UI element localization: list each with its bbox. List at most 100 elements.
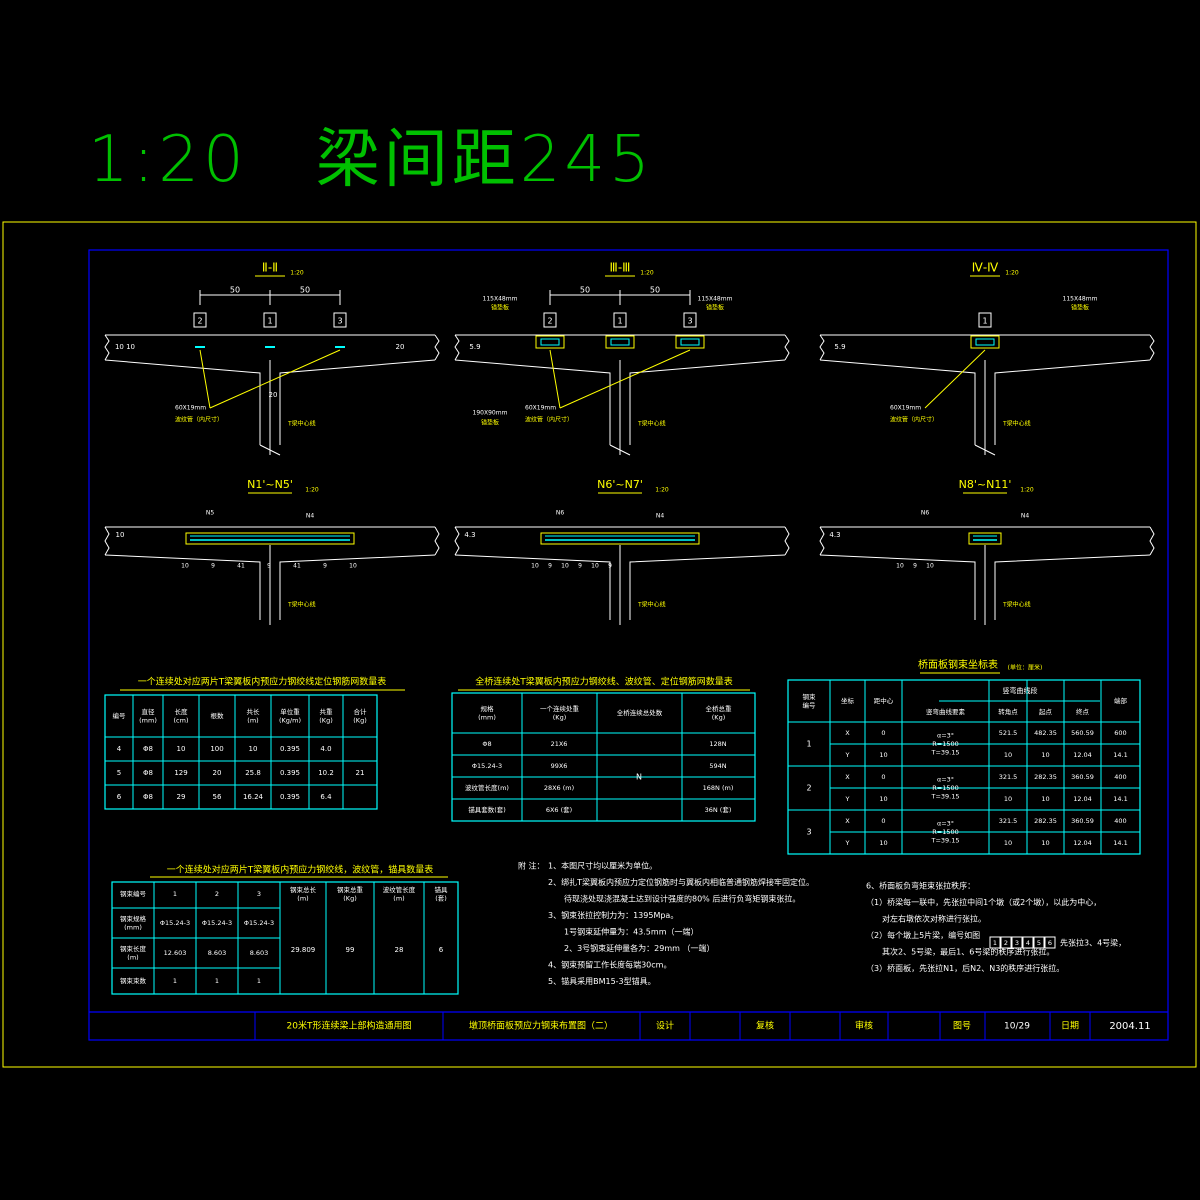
outer-frame	[2, 221, 1197, 1068]
note-left: 锚垫板	[481, 419, 499, 427]
table-cell: Y	[845, 839, 850, 847]
table-header: (套)	[435, 893, 447, 902]
note-right: （2）每个墩上5片梁，编号如图	[866, 930, 980, 940]
table-cell: 1	[257, 977, 261, 985]
table-cell: 锚具套数(套)	[468, 805, 506, 814]
table-header: (Kg)	[353, 716, 366, 724]
table-total: 28	[395, 946, 404, 954]
table-unit: (单位：厘米)	[1008, 664, 1043, 672]
duct	[975, 338, 995, 346]
table-bridge-total: 全桥连续处T梁翼板内预应力钢绞线、波纹管、定位钢筋网数量表规格(mm)一个连续处…	[451, 676, 756, 822]
date-label: 日期	[1061, 1021, 1079, 1032]
rebar-scale: 1:20	[1020, 487, 1034, 494]
beam-number: 3	[1015, 939, 1019, 947]
break-line	[819, 526, 1155, 556]
note-label: 波纹管（内尺寸）	[525, 416, 573, 424]
table-cell: 482.35	[1034, 729, 1057, 737]
note-right: 6、桥面板负弯矩束张拉秩序：	[866, 881, 975, 891]
table-header: 根数	[211, 711, 225, 720]
beam-box	[1044, 936, 1056, 949]
table-cell: 10	[1004, 795, 1012, 803]
n-label: N4	[1021, 513, 1029, 520]
table-header: 端部	[1114, 696, 1128, 705]
table-header: (Kg)	[343, 894, 356, 902]
section-scale: 1:20	[1005, 270, 1019, 277]
notes-head: 附 注：	[518, 861, 545, 871]
slab-outline	[819, 334, 1151, 445]
table-cell: 1	[173, 977, 177, 985]
dim-text: 9	[267, 563, 271, 570]
dim-text: 50	[580, 286, 590, 295]
table-header: 钢束编号	[120, 889, 147, 898]
table-cell: 10.2	[318, 769, 334, 777]
note-top: 锚垫板	[706, 304, 724, 312]
table-cell: Φ15.24-3	[244, 919, 274, 927]
depth-label: 4.3	[464, 531, 475, 539]
table-header: (m)	[393, 894, 404, 902]
table-header: 合计	[354, 707, 368, 716]
tendon-id: 1	[806, 740, 811, 749]
table-cell: 560.59	[1071, 729, 1094, 737]
dim-text: 10	[926, 563, 934, 570]
audit-label: 审核	[855, 1020, 873, 1032]
rebar-title: N6'~N7'	[597, 478, 643, 491]
table-header: 转角点	[998, 707, 1018, 716]
rebar-mesh	[185, 532, 355, 545]
dim-text: 41	[293, 563, 301, 570]
n-label: N6	[556, 510, 564, 517]
dim-text: 50	[300, 286, 310, 295]
table-cell: 99X6	[551, 762, 568, 770]
note-label: 波纹管（内尺寸）	[890, 416, 938, 424]
leader	[199, 349, 211, 409]
depth-label: 5.9	[469, 343, 480, 351]
tendon-tag: 1	[617, 317, 622, 326]
beam-box	[989, 936, 1001, 949]
table-cell: 14.1	[1113, 839, 1127, 847]
duct	[610, 338, 630, 346]
leader	[549, 349, 561, 409]
beam-number: 4	[1026, 939, 1030, 947]
section-title: Ⅲ-Ⅲ	[610, 261, 631, 275]
table-cell: 360.59	[1071, 773, 1094, 781]
table-title: 桥面板钢束坐标表	[918, 658, 998, 671]
section-scale: 1:20	[640, 270, 654, 277]
rebar-mesh	[968, 532, 1002, 545]
centerline-label: T梁中心线	[1002, 420, 1031, 428]
tendon-tag: 2	[547, 317, 552, 326]
table-header: 钢束总重	[337, 885, 364, 894]
table-cell: 0	[881, 817, 885, 825]
table-cell: α=3°	[937, 732, 954, 740]
table-cell: Φ15.24-3	[160, 919, 190, 927]
note-top: 锚垫板	[491, 304, 509, 312]
table-cell: 321.5	[999, 817, 1018, 825]
table-header: 共长	[247, 707, 261, 716]
dim-text: 10	[181, 563, 189, 570]
leader	[924, 349, 986, 409]
break-line	[104, 334, 440, 361]
table-cell: 6	[117, 793, 122, 801]
table-cell: 10	[1004, 751, 1012, 759]
note-item: 4、钢束预留工作长度每端30cm。	[548, 960, 671, 970]
table-cell: 600	[1114, 729, 1126, 737]
centerline-label: T梁中心线	[637, 420, 666, 428]
table-header: 直径	[142, 707, 156, 716]
note-top: 115X48mm	[698, 296, 733, 303]
dim-text: 10	[561, 563, 569, 570]
slab-outline	[454, 526, 786, 620]
tendon-tag: 1	[982, 317, 987, 326]
table-cell: 0	[881, 773, 885, 781]
table-cell: 594N	[709, 762, 726, 770]
table-cell: 128N	[709, 740, 726, 748]
beam-number: 2	[1004, 939, 1008, 947]
table-header: 全桥总重	[706, 704, 733, 713]
table-cell: 14.1	[1113, 795, 1127, 803]
slab-outline	[454, 334, 786, 445]
quantity-tables: 一个连续处对应两片T梁翼板内预应力钢绞线定位钢筋网数量表编号直径(mm)长度(c…	[104, 658, 1141, 995]
n-label: N6	[921, 510, 929, 517]
n-label: N4	[656, 513, 664, 520]
beam-number: 1	[993, 939, 997, 947]
